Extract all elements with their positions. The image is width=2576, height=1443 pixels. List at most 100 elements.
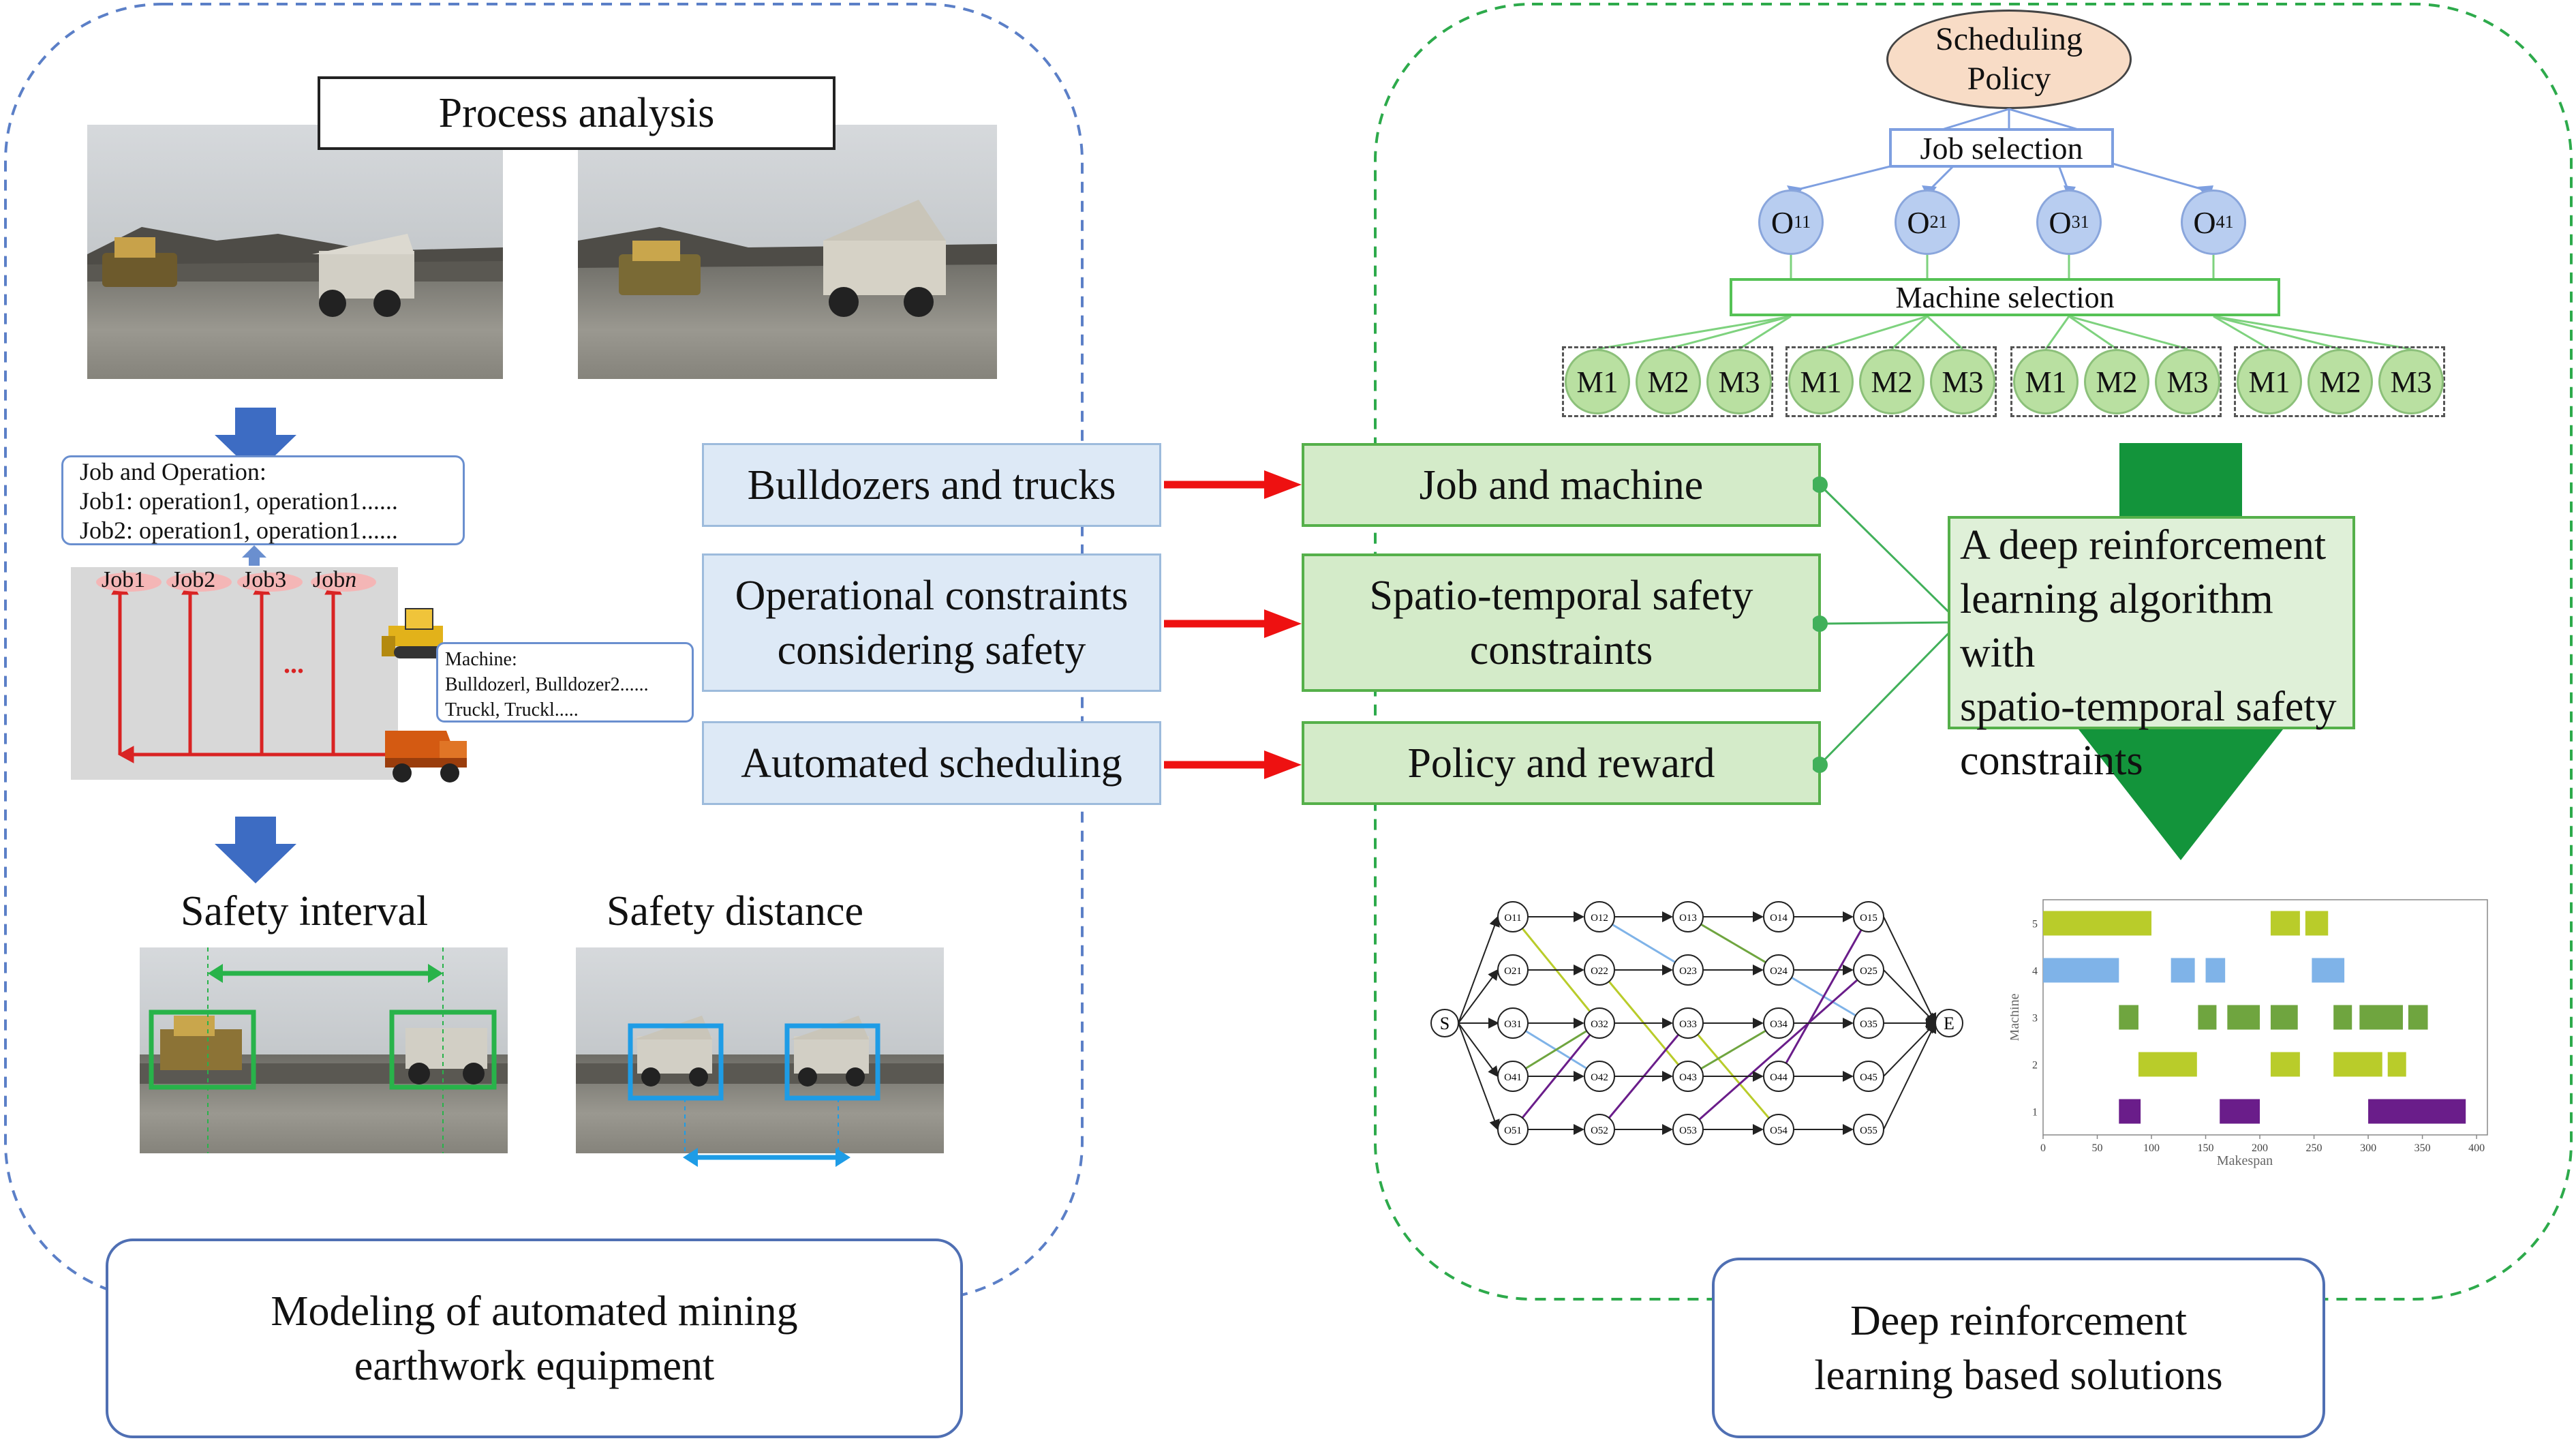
end-node — [1935, 1009, 1963, 1037]
x-tick-label: 50 — [2092, 1142, 2103, 1154]
left-footer-box: Modeling of automated mining earthwork e… — [106, 1239, 963, 1438]
disjunctive-edge — [1687, 969, 1869, 1131]
operation-label: O52 — [1591, 1125, 1608, 1136]
green-box-job-machine: Job and machine — [1302, 443, 1821, 527]
operation-node — [1763, 954, 1794, 986]
left-footer-line-2: earthwork equipment — [354, 1342, 715, 1389]
machine-node-m1: M1 — [1788, 349, 1854, 414]
gantt-bar — [2220, 1099, 2260, 1124]
machine-node-m2: M2 — [1636, 349, 1701, 414]
machine-node-m3: M3 — [1706, 349, 1772, 414]
start-label: S — [1440, 1014, 1450, 1033]
operation-label: O35 — [1860, 1019, 1877, 1030]
operation-node — [1672, 1061, 1704, 1092]
x-tick-label: 400 — [2468, 1142, 2485, 1154]
gantt-bar — [2043, 958, 2119, 983]
gantt-bar — [2333, 1005, 2352, 1030]
job-operation-title: Job and Operation: — [80, 458, 266, 485]
operation-label: O45 — [1860, 1072, 1877, 1083]
operation-node — [1584, 1061, 1615, 1092]
gantt-bar — [2138, 1052, 2197, 1077]
disjunctive-edge — [1599, 915, 1689, 971]
blue-box-2-line-1: Operational constraints — [735, 572, 1129, 619]
green-box-2-line-2: constraints — [1469, 626, 1653, 673]
operation-node — [1853, 901, 1884, 932]
y-tick-label: 2 — [2032, 1060, 2038, 1072]
gantt-bar — [2387, 1052, 2406, 1077]
operation-label: O41 — [1504, 1072, 1522, 1083]
blue-box-1-line-1: Bulldozers and trucks — [747, 461, 1116, 508]
gantt-bar — [2270, 911, 2300, 936]
machine-group-1 — [1562, 346, 1773, 417]
safety-interval-photo — [140, 947, 508, 1153]
x-tick-label: 250 — [2306, 1142, 2322, 1154]
machine-line-1: Bulldozerl, Bulldozer2...... — [445, 674, 649, 695]
drl-algorithm-box: A deep reinforcement learning algorithm … — [1948, 516, 2355, 784]
operation-node — [1497, 901, 1529, 932]
x-axis-label: Makespan — [2217, 1153, 2273, 1168]
policy-line-1: Scheduling — [1935, 21, 2083, 57]
start-edge — [1458, 1022, 1499, 1078]
operation-label: O21 — [1504, 966, 1522, 977]
gantt-bar — [2312, 958, 2345, 983]
machine-node-m3: M3 — [2155, 349, 2220, 414]
operation-label: O13 — [1679, 913, 1697, 924]
drl-line-3: spatio-temporal safety — [1960, 684, 2337, 730]
disjunctive-edge — [1687, 915, 1779, 971]
gantt-bar — [2119, 1005, 2138, 1030]
gantt-bar — [2043, 911, 2152, 936]
end-label: E — [1944, 1014, 1954, 1033]
right-footer-box: Deep reinforcement learning based soluti… — [1712, 1258, 2325, 1438]
down-arrow-icon — [215, 408, 296, 474]
machine-edge — [1738, 315, 1792, 350]
machine-node-m1: M1 — [2237, 349, 2302, 414]
machine-node-m3: M3 — [1930, 349, 1995, 414]
x-tick-label: 100 — [2143, 1142, 2160, 1154]
machine-selection-box: Machine selection — [1730, 278, 2280, 316]
end-edge — [1883, 916, 1937, 1024]
job-selection-box: Job selection — [1889, 128, 2114, 168]
operation-node — [1853, 1061, 1884, 1092]
operation-label: O43 — [1679, 1072, 1697, 1083]
blue-box-bulldozers: Bulldozers and trucks — [702, 443, 1161, 527]
operation-label: O14 — [1770, 913, 1788, 924]
start-node — [1430, 1009, 1459, 1037]
machine-group-2 — [1785, 346, 1997, 417]
job-label-n: Jobn — [313, 567, 356, 593]
job-diagram: Job1 Job2 Job3 Jobn ... — [71, 567, 398, 780]
mining-photo-2 — [578, 125, 997, 379]
red-arrows — [1164, 470, 1302, 779]
machine-edge — [2213, 315, 2341, 350]
machine-node-m2: M2 — [2084, 349, 2149, 414]
operation-node — [1763, 1007, 1794, 1039]
machine-edge — [1820, 315, 1928, 350]
job-ellipsis: ... — [283, 648, 304, 679]
machine-node-m3: M3 — [2378, 349, 2444, 414]
blue-box-2-line-2: considering safety — [777, 626, 1086, 673]
operation-label: O44 — [1770, 1072, 1788, 1083]
gantt-bar — [2333, 1052, 2382, 1077]
y-tick-label: 1 — [2032, 1107, 2038, 1119]
operation-node — [1584, 901, 1615, 932]
op-o21-sub: 21 — [1929, 212, 1948, 232]
safety-distance-label: Safety distance — [607, 888, 864, 935]
scheduling-policy-node: Scheduling Policy — [1886, 10, 2132, 109]
gantt-bar — [2270, 1005, 2298, 1030]
operation-label: O55 — [1860, 1125, 1877, 1136]
operation-label: O24 — [1770, 966, 1788, 977]
drl-line-2: learning algorithm with — [1960, 576, 2273, 676]
safety-interval-label: Safety interval — [181, 888, 429, 935]
green-box-2-line-1: Spatio-temporal safety — [1369, 572, 1753, 619]
operation-label: O53 — [1679, 1125, 1697, 1136]
operation-node — [1672, 1007, 1704, 1039]
operation-node — [1584, 1007, 1615, 1039]
right-footer-line-1: Deep reinforcement — [1850, 1297, 2187, 1344]
gantt-bar — [2171, 958, 2195, 983]
operation-label: O33 — [1679, 1019, 1697, 1030]
x-tick-label: 150 — [2198, 1142, 2214, 1154]
machine-edge — [1597, 315, 1792, 350]
process-analysis-label: Process analysis — [318, 76, 835, 150]
